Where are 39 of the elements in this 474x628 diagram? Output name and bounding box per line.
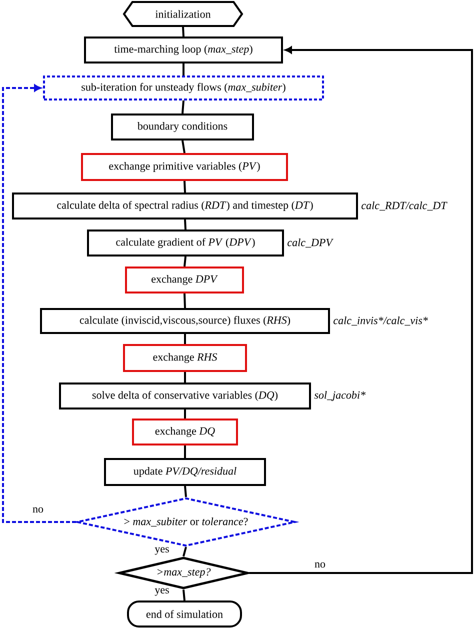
edge-label: no — [32, 506, 44, 514]
process-box: calculate (inviscid,viscous,source) fluxes (RHS) — [40, 308, 330, 334]
arrow — [249, 46, 473, 574]
exchange-box: exchange primitive variables (PV) — [81, 153, 288, 181]
edge-label: yes — [154, 587, 170, 597]
connector-line — [182, 140, 186, 154]
connector-line — [184, 219, 186, 230]
connector-line — [184, 180, 186, 193]
connector-line — [184, 486, 187, 498]
routine-name: sol_jacobi* — [314, 391, 366, 401]
exchange-box: exchange RHS — [123, 344, 247, 372]
loop-box: sub-iteration for unsteady flows (max_subiter) — [43, 76, 324, 100]
process-box: calculate delta of spectral radius (RDT) and timestep (DT) — [12, 192, 358, 220]
process-box: time-marching loop (max_step) — [84, 36, 283, 64]
connector-line — [184, 446, 186, 458]
process-box: solve delta of conservative variables (DQ) — [59, 382, 311, 410]
connector-line — [184, 256, 186, 267]
connector-line — [184, 293, 186, 308]
connector-line — [182, 64, 184, 76]
routine-name: calc_invis*/calc_vis* — [334, 316, 428, 326]
process-box: update PV/DQ/residual — [104, 458, 266, 486]
exchange-box: exchange DPV — [125, 266, 244, 294]
end-terminal: end of simulation — [127, 600, 242, 628]
edge-label: no — [314, 561, 326, 569]
connector-line — [184, 410, 186, 418]
connector-line — [184, 372, 186, 382]
exchange-box: exchange DQ — [132, 418, 238, 446]
connector-line — [182, 100, 184, 114]
process-box: calculate gradient of PV (DPV) — [87, 230, 284, 256]
connector-line — [182, 26, 184, 37]
connector-line — [182, 590, 186, 601]
connector-line — [184, 334, 186, 344]
process-box: boundary conditions — [111, 114, 254, 140]
routine-name: calc_RDT/calc_DT — [362, 201, 448, 211]
connector-line — [182, 546, 187, 557]
start-hexagon: initialization — [122, 1, 244, 27]
routine-name: calc_DPV — [288, 238, 334, 248]
edge-label: yes — [154, 546, 170, 556]
arrow — [2, 84, 76, 523]
